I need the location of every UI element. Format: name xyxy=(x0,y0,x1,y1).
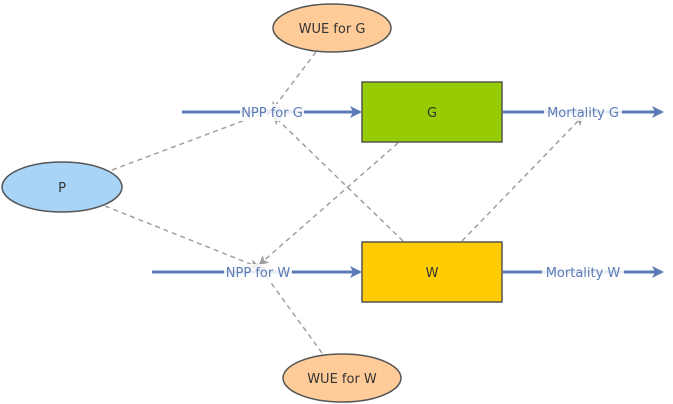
flow-npp-g-label-bg xyxy=(240,104,304,121)
flow-mortality-w-label: Mortality W xyxy=(546,266,621,281)
node-w-label: W xyxy=(426,266,439,281)
flow-npp-w-label-bg xyxy=(224,264,292,281)
link-g-to-npp-w xyxy=(258,142,399,266)
node-w[interactable] xyxy=(361,241,503,303)
link-w-to-npp-g xyxy=(272,114,404,242)
node-g-label: G xyxy=(427,106,437,121)
flow-npp-w-label: NPP for W xyxy=(226,266,291,281)
node-wue-w[interactable] xyxy=(282,353,402,403)
node-wue-g-label: WUE for G xyxy=(299,22,366,37)
flow-mortality-g-label: Mortality G xyxy=(547,106,619,121)
node-g[interactable] xyxy=(361,81,503,143)
link-wue-g-to-npp-g xyxy=(270,51,317,112)
node-p[interactable] xyxy=(1,161,123,213)
link-p-to-npp-g xyxy=(111,108,274,171)
node-wue-w-label: WUE for W xyxy=(307,372,377,387)
link-w-to-mortality-g xyxy=(461,115,584,242)
flow-mortality-w-label-bg xyxy=(542,264,624,281)
link-p-to-npp-w xyxy=(104,205,260,269)
node-wue-g[interactable] xyxy=(272,3,392,53)
flow-npp-g-label: NPP for G xyxy=(241,106,303,121)
flow-mortality-g-label-bg xyxy=(544,104,622,121)
node-p-label: P xyxy=(58,181,66,196)
